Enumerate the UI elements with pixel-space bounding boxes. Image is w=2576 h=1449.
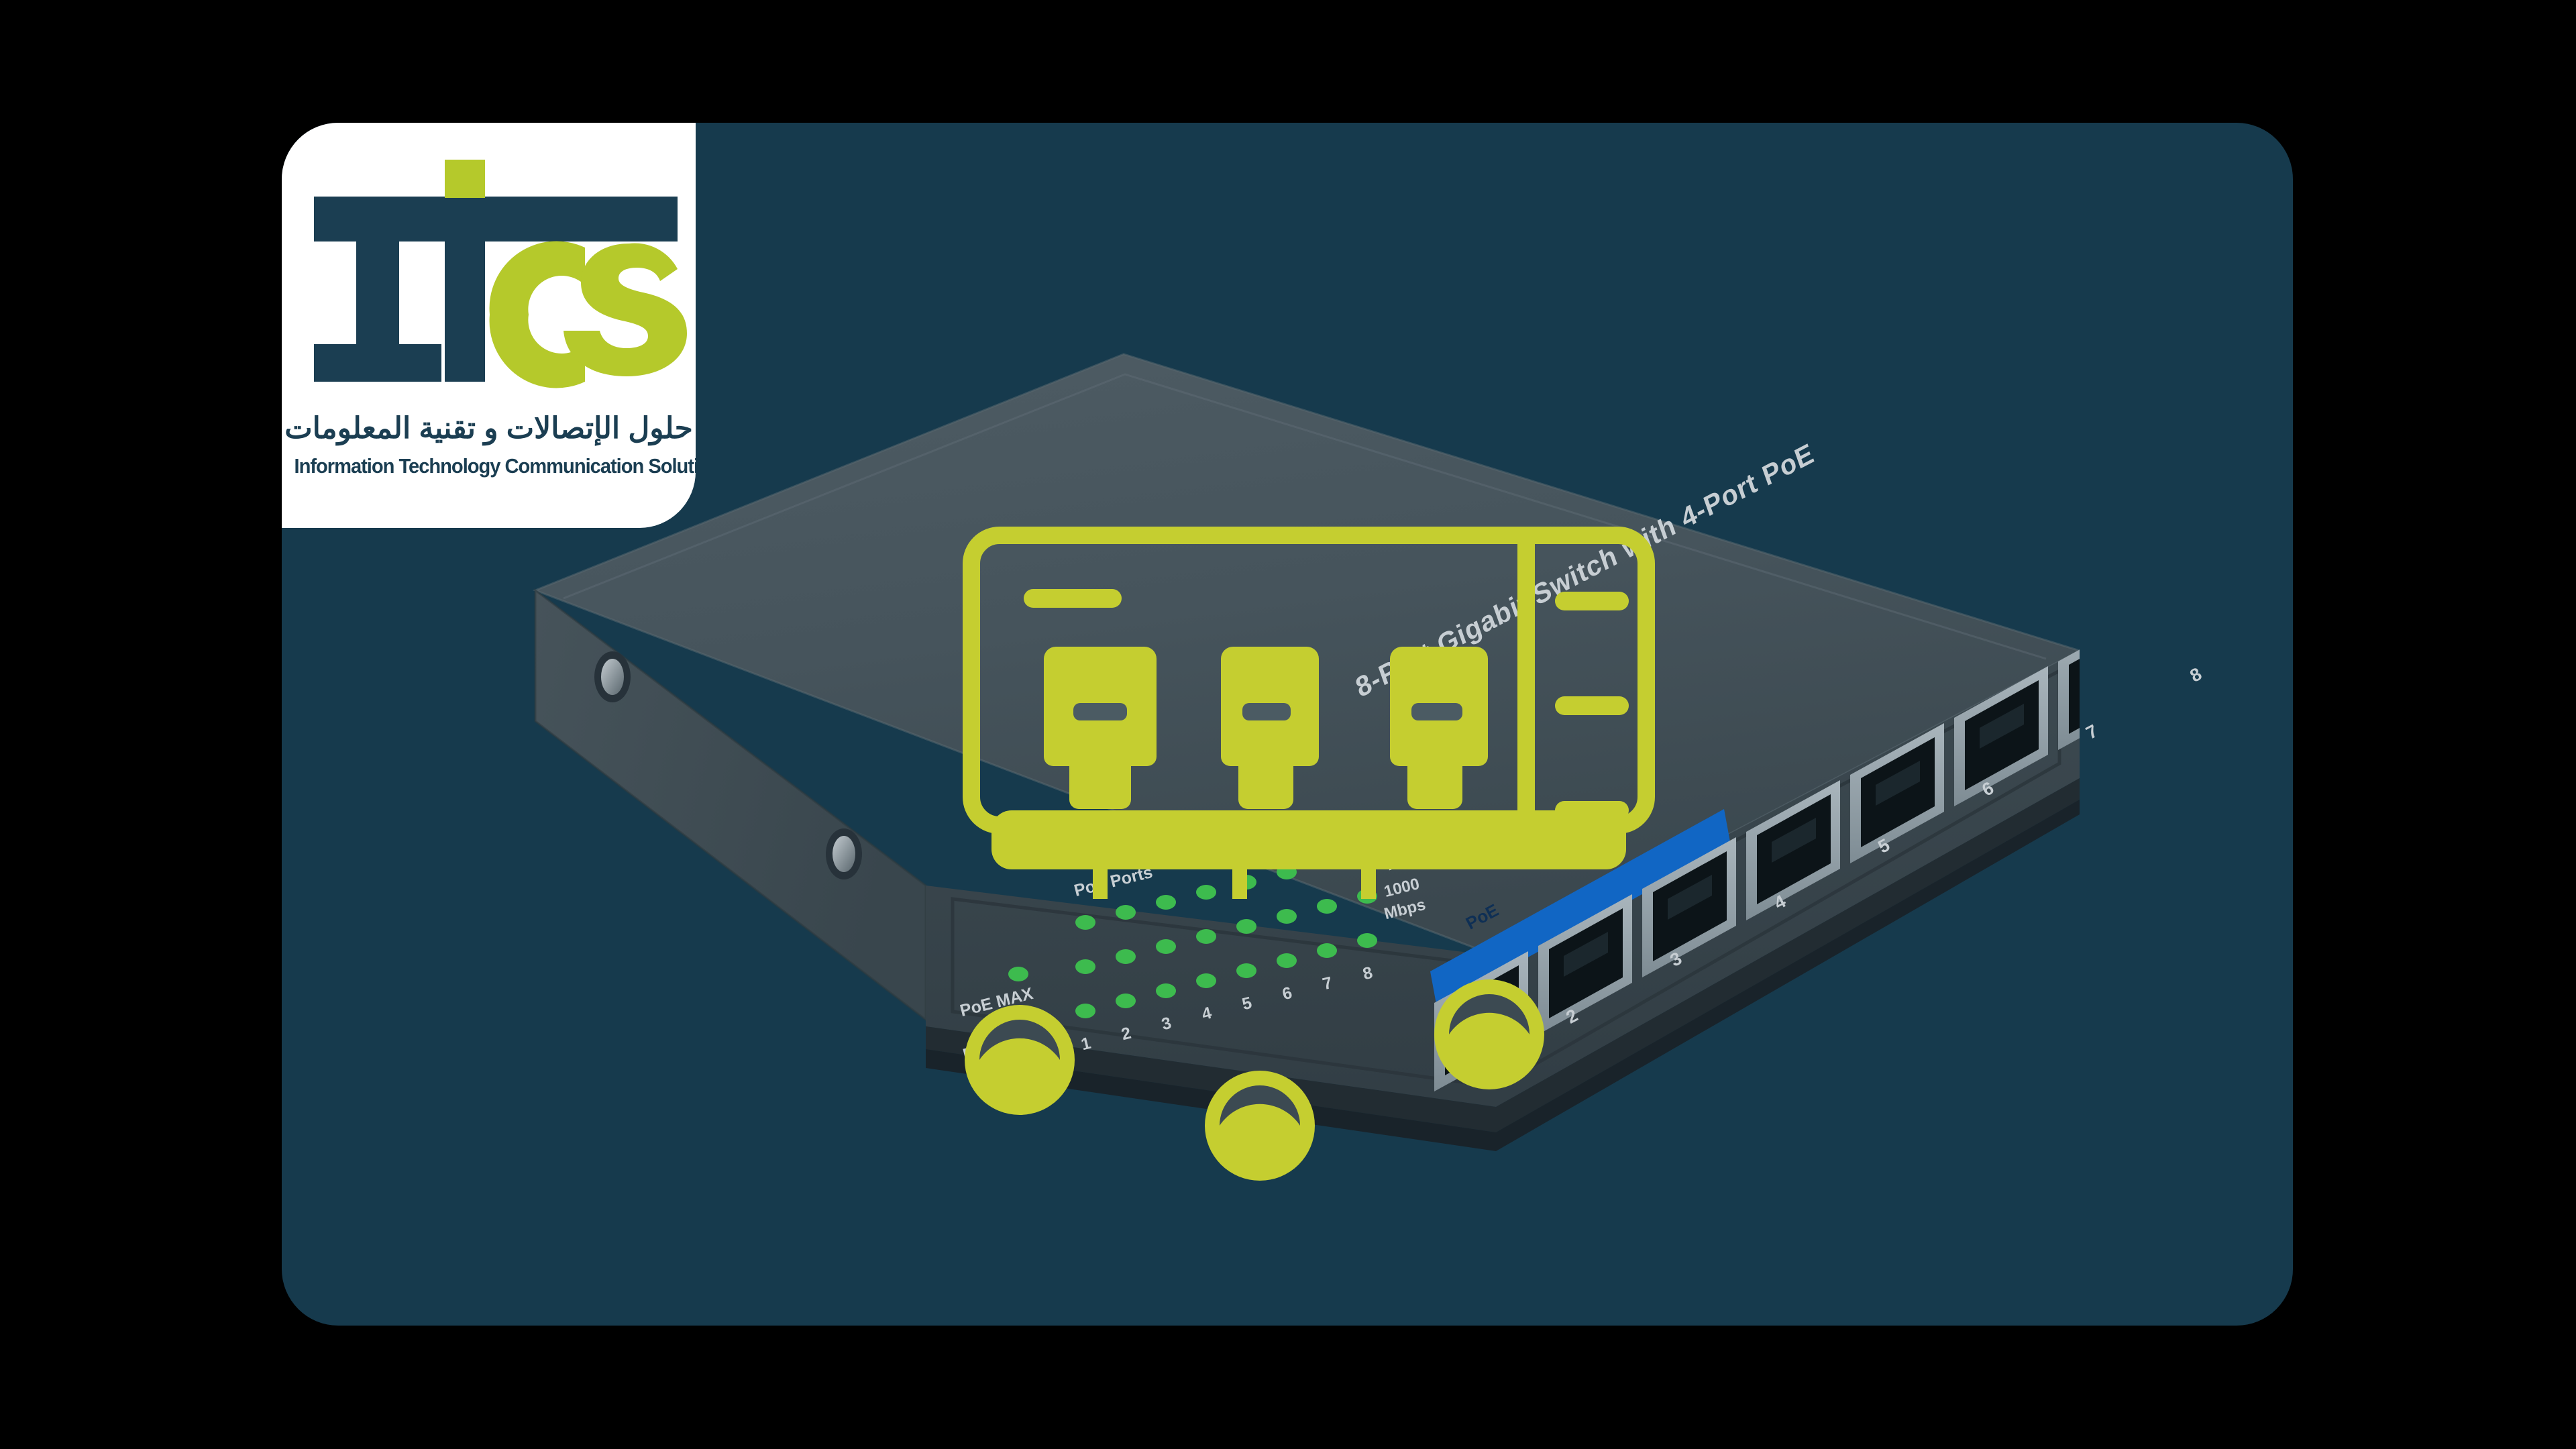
switch-base-bar — [991, 810, 1626, 869]
network-switch-diagram-overlay — [939, 483, 1664, 1078]
rj45-port — [1642, 837, 1736, 977]
rj45-port — [1746, 780, 1840, 920]
status-bar-left — [1024, 589, 1122, 608]
chassis-screw-bottom — [826, 828, 862, 879]
port-glyph — [1221, 647, 1319, 809]
connection-line-1 — [999, 862, 1108, 984]
endpoint-node — [1434, 979, 1544, 1089]
status-bar-right-1 — [1555, 592, 1629, 610]
endpoint-node — [1205, 1071, 1315, 1181]
endpoint-node-group — [965, 979, 1544, 1181]
overlay-icon — [963, 527, 1655, 1078]
connection-line-3 — [1361, 862, 1477, 984]
rj45-port — [2058, 649, 2080, 750]
logo-tagline-arabic: حلول الإتصالات و تقنية المعلومات — [284, 412, 693, 445]
brand-logo-card: حلول الإتصالات و تقنية المعلومات Informa… — [282, 123, 696, 528]
logo-tagline-english: Information Technology Communication Sol… — [294, 454, 696, 478]
port-glyph-group — [1044, 647, 1488, 809]
rj45-port — [1850, 723, 1944, 863]
rj45-port — [1954, 666, 2048, 806]
status-bar-right-3 — [1555, 801, 1629, 820]
status-bar-group-right — [1555, 592, 1629, 820]
connection-lines — [999, 862, 1477, 1078]
chassis-screw-top — [594, 651, 631, 702]
switch-body-outline — [963, 527, 1655, 834]
port-glyph — [1044, 647, 1157, 809]
port-glyph — [1390, 647, 1488, 809]
status-bar-right-2 — [1555, 696, 1629, 715]
rj45-port — [1538, 894, 1632, 1034]
endpoint-node — [965, 1005, 1075, 1115]
itcs-logo-mark — [314, 160, 687, 388]
